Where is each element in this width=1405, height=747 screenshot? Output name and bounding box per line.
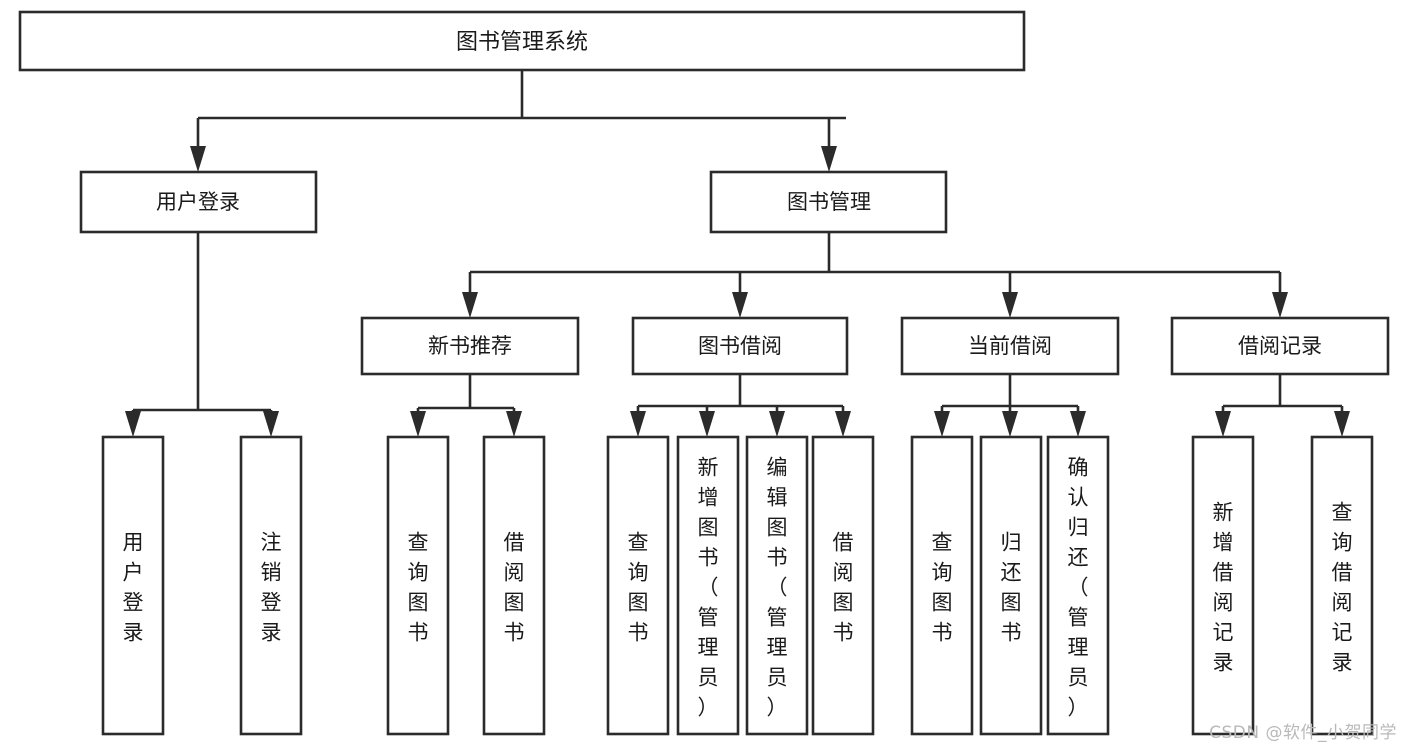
arrow-head-cu-leaf-3 [1070, 411, 1086, 437]
arrow-head-borrow [732, 292, 748, 318]
node-book-borrow-label: 图书借阅 [698, 334, 782, 358]
leaf-node-query-borrow-record-label: 查询借阅记录 [1332, 500, 1353, 674]
leaf-node-query-book-cu-box[interactable] [910, 435, 974, 736]
node-current-borrow-box[interactable] [900, 316, 1120, 376]
leaf-node-query-book-cu-label: 查询图书 [932, 530, 953, 644]
leaf-node-return-book[interactable]: 归还图书 [979, 435, 1043, 736]
leaf-node-borrow-book-nb[interactable]: 借阅图书 [482, 435, 546, 736]
arrow-head-nb-leaf-1 [410, 411, 426, 437]
leaf-node-user-login-label: 用户登录 [123, 530, 144, 644]
node-book-management-label: 图书管理 [787, 190, 871, 214]
node-user-login[interactable]: 用户登录 [79, 170, 318, 234]
leaf-node-query-book-cu[interactable]: 查询图书 [910, 435, 974, 736]
node-book-management[interactable]: 图书管理 [709, 170, 948, 234]
leaf-node-edit-book-admin-box[interactable] [745, 435, 809, 736]
arrow-head-user-login [190, 146, 206, 172]
node-current-borrow[interactable]: 当前借阅 [900, 316, 1120, 376]
node-borrow-records-label: 借阅记录 [1238, 334, 1322, 358]
leaf-node-return-book-box[interactable] [979, 435, 1043, 736]
arrow-head-bo-leaf-2 [699, 411, 715, 437]
arrow-head-current [1002, 292, 1018, 318]
leaf-node-logout[interactable]: 注销登录 [239, 435, 303, 736]
leaf-node-add-borrow-record-box[interactable] [1191, 435, 1255, 736]
leaf-node-logout-box[interactable] [239, 435, 303, 736]
leaf-node-query-book-bo[interactable]: 查询图书 [606, 435, 670, 736]
leaf-node-query-borrow-record-box[interactable] [1310, 435, 1374, 736]
leaf-node-query-book-nb-label: 查询图书 [408, 530, 429, 644]
leaf-node-confirm-return-admin-box[interactable] [1046, 435, 1110, 736]
node-book-borrow-box[interactable] [631, 316, 849, 376]
node-book-borrow[interactable]: 图书借阅 [631, 316, 849, 376]
leaf-node-borrow-book-bo-box[interactable] [811, 435, 875, 736]
node-new-book-recommend-box[interactable] [360, 316, 580, 376]
leaf-node-query-book-nb[interactable]: 查询图书 [386, 435, 450, 736]
edge-layer [125, 70, 1350, 437]
arrow-head-bo-leaf-3 [769, 411, 785, 437]
arrow-head-cu-leaf-1 [934, 411, 950, 437]
leaf-node-query-borrow-record[interactable]: 查询借阅记录 [1310, 435, 1374, 736]
leaf-node-borrow-book-nb-box[interactable] [482, 435, 546, 736]
node-root-box[interactable] [18, 10, 1026, 72]
node-new-book-recommend[interactable]: 新书推荐 [360, 316, 580, 376]
leaf-node-return-book-label: 归还图书 [1001, 530, 1022, 644]
leaf-node-add-book-admin[interactable]: 新增图书（管理员） [676, 435, 740, 736]
leaf-node-query-book-bo-box[interactable] [606, 435, 670, 736]
leaf-node-confirm-return-admin[interactable]: 确认归还（管理员） [1046, 435, 1110, 736]
node-borrow-records-box[interactable] [1170, 316, 1390, 376]
leaf-node-confirm-return-admin-label: 确认归还（管理员） [1068, 455, 1089, 719]
leaf-node-borrow-book-bo-label: 借阅图书 [833, 530, 854, 644]
node-current-borrow-label: 当前借阅 [968, 334, 1052, 358]
arrow-head-bo-leaf-4 [835, 411, 851, 437]
node-root[interactable]: 图书管理系统 [18, 10, 1026, 72]
node-user-login-box[interactable] [79, 170, 318, 234]
node-user-login-label: 用户登录 [156, 190, 240, 214]
arrow-head-re-leaf-2 [1334, 411, 1350, 437]
arrow-head-cu-leaf-2 [1002, 411, 1018, 437]
arrow-head-leaf-user-login [125, 411, 141, 437]
arrow-head-book-mgmt [821, 146, 837, 172]
node-book-management-box[interactable] [709, 170, 948, 234]
node-root-label: 图书管理系统 [456, 30, 588, 55]
node-new-book-recommend-label: 新书推荐 [428, 334, 512, 358]
arrow-head-new-books [462, 292, 478, 318]
arrow-head-records [1272, 292, 1288, 318]
leaf-node-add-borrow-record[interactable]: 新增借阅记录 [1191, 435, 1255, 736]
leaf-node-add-book-admin-box[interactable] [676, 435, 740, 736]
leaf-node-query-book-bo-label: 查询图书 [628, 530, 649, 644]
arrow-head-leaf-logout [263, 411, 279, 437]
leaf-node-user-login-box[interactable] [101, 435, 165, 736]
leaf-node-add-book-admin-label: 新增图书（管理员） [698, 455, 719, 719]
leaf-node-add-borrow-record-label: 新增借阅记录 [1213, 500, 1234, 674]
node-borrow-records[interactable]: 借阅记录 [1170, 316, 1390, 376]
arrow-head-nb-leaf-2 [506, 411, 522, 437]
arrow-head-re-leaf-1 [1215, 411, 1231, 437]
leaf-node-borrow-book-nb-label: 借阅图书 [504, 530, 525, 644]
leaf-node-query-book-nb-box[interactable] [386, 435, 450, 736]
leaf-node-borrow-book-bo[interactable]: 借阅图书 [811, 435, 875, 736]
leaf-node-logout-label: 注销登录 [261, 530, 282, 644]
leaf-node-edit-book-admin-label: 编辑图书（管理员） [767, 455, 788, 719]
arrow-head-bo-leaf-1 [630, 411, 646, 437]
leaf-node-user-login[interactable]: 用户登录 [101, 435, 165, 736]
leaf-node-edit-book-admin[interactable]: 编辑图书（管理员） [745, 435, 809, 736]
